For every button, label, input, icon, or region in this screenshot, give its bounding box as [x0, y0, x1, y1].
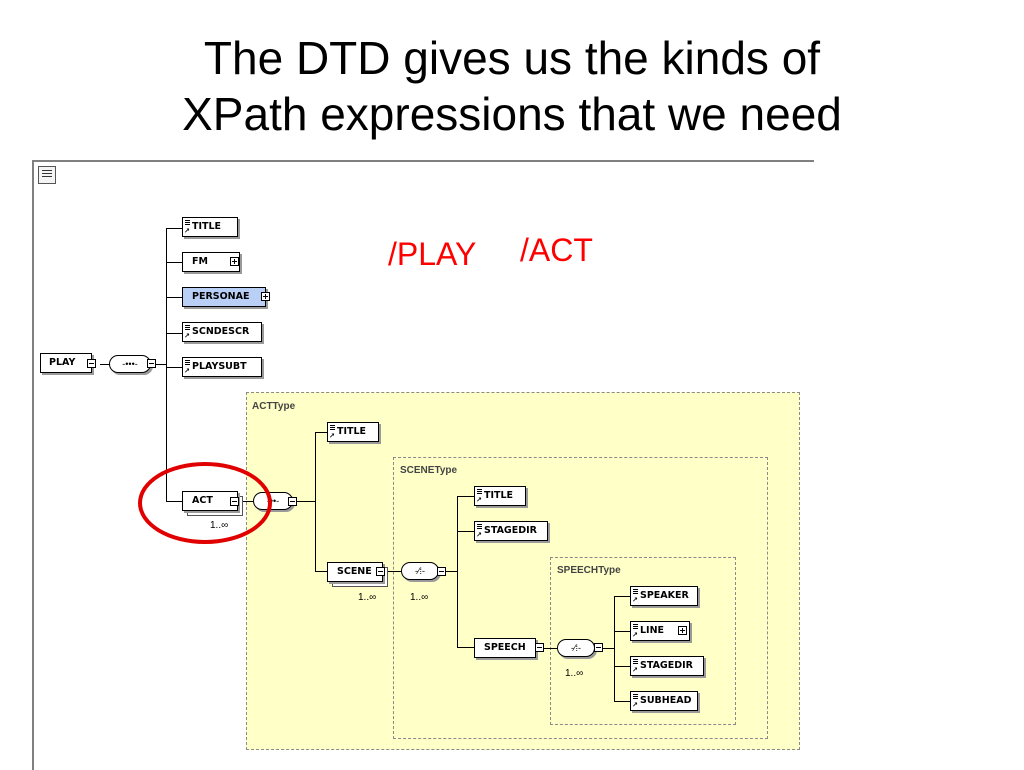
element-scndescr[interactable]: ↗SCNDESCR	[182, 322, 262, 342]
xpath-play-annotation: /PLAY	[388, 236, 477, 272]
element-fm-label: FM	[192, 256, 208, 267]
connector	[166, 333, 182, 334]
connector	[446, 571, 458, 572]
element-speech-stagedir[interactable]: ↗STAGEDIR	[630, 656, 704, 676]
connector	[296, 501, 316, 502]
collapse-sequence-toggle[interactable]	[147, 359, 156, 368]
element-title[interactable]: ↗TITLE	[182, 217, 238, 237]
connector	[166, 367, 182, 368]
element-scene-title-label: TITLE	[484, 490, 514, 501]
element-scndescr-label: SCNDESCR	[192, 326, 250, 337]
element-act-title[interactable]: ↗TITLE	[327, 422, 379, 442]
element-scene-stagedir[interactable]: ↗STAGEDIR	[474, 521, 548, 541]
collapse-play-toggle[interactable]	[87, 359, 96, 368]
element-scene-label: SCENE	[337, 566, 372, 577]
connector	[614, 631, 630, 632]
schema-view-icon[interactable]	[38, 166, 56, 184]
expand-personae-toggle[interactable]	[261, 292, 270, 301]
element-act-title-label: TITLE	[337, 426, 367, 437]
connector	[166, 297, 182, 298]
scene-choice-cardinality: 1..∞	[410, 592, 429, 603]
collapse-speech-choice-toggle[interactable]	[594, 643, 603, 652]
element-fm[interactable]: FM	[182, 252, 240, 272]
collapse-speech-toggle[interactable]	[535, 643, 544, 652]
connector	[100, 364, 110, 365]
scenetype-label: SCENEType	[400, 465, 458, 476]
connector	[457, 496, 458, 648]
collapse-scene-choice-toggle[interactable]	[437, 567, 446, 576]
connector	[457, 496, 474, 497]
choice-compositor-scene[interactable]: -⁄⁞-	[401, 562, 439, 580]
connector	[603, 648, 615, 649]
element-speech-label: SPEECH	[484, 642, 526, 653]
element-scene-stagedir-label: STAGEDIR	[484, 525, 537, 536]
element-subhead-label: SUBHEAD	[640, 695, 692, 706]
connector	[457, 531, 474, 532]
choice-compositor-speech[interactable]: -⁄⁞-	[557, 639, 595, 657]
element-speech-stagedir-label: STAGEDIR	[640, 660, 693, 671]
element-line-label: LINE	[640, 625, 665, 636]
element-title-label: TITLE	[192, 221, 222, 232]
acttype-label: ACTType	[252, 401, 296, 412]
element-speech[interactable]: SPEECH	[474, 638, 536, 658]
element-subhead[interactable]: ↗SUBHEAD	[630, 691, 698, 711]
connector	[166, 228, 182, 229]
connector	[614, 596, 615, 702]
connector	[614, 701, 630, 702]
expand-line-toggle[interactable]	[678, 626, 687, 635]
xpath-act-annotation: /ACT	[520, 232, 593, 268]
element-personae[interactable]: PERSONAE	[182, 287, 266, 307]
sequence-compositor-play[interactable]: -•••-	[109, 355, 151, 373]
slide-title: The DTD gives us the kinds of XPath expr…	[0, 30, 1024, 142]
element-speaker-label: SPEAKER	[640, 590, 689, 601]
expand-fm-toggle[interactable]	[230, 257, 239, 266]
element-personae-label: PERSONAE	[192, 291, 250, 302]
element-play-label: PLAY	[49, 357, 76, 368]
connector	[385, 571, 401, 572]
element-playsubt-label: PLAYSUBT	[192, 361, 247, 372]
connector	[315, 571, 327, 572]
connector	[614, 666, 630, 667]
connector	[457, 647, 474, 648]
speechtype-label: SPEECHType	[557, 565, 621, 576]
connector	[614, 596, 630, 597]
collapse-act-sequence-toggle[interactable]	[288, 497, 297, 506]
element-playsubt[interactable]: ↗PLAYSUBT	[182, 357, 262, 377]
scenetype-box	[393, 457, 768, 739]
connector	[544, 648, 557, 649]
connector	[166, 228, 167, 502]
collapse-scene-toggle[interactable]	[376, 567, 385, 576]
connector	[166, 262, 182, 263]
element-play[interactable]: PLAY	[40, 353, 92, 373]
speech-choice-cardinality: 1..∞	[565, 668, 584, 679]
connector	[315, 432, 327, 433]
connector	[315, 432, 316, 572]
title-line-1: The DTD gives us the kinds of	[203, 32, 821, 84]
speechtype-box	[550, 557, 736, 725]
element-scene-title[interactable]: ↗TITLE	[474, 486, 526, 506]
element-scene[interactable]: SCENE	[327, 562, 383, 582]
scene-cardinality: 1..∞	[358, 592, 377, 603]
title-line-2: XPath expressions that we need	[182, 88, 842, 140]
element-speaker[interactable]: ↗SPEAKER	[630, 586, 698, 606]
element-line[interactable]: ↗LINE	[630, 621, 690, 641]
connector	[156, 364, 167, 365]
act-highlight-circle	[138, 462, 272, 544]
